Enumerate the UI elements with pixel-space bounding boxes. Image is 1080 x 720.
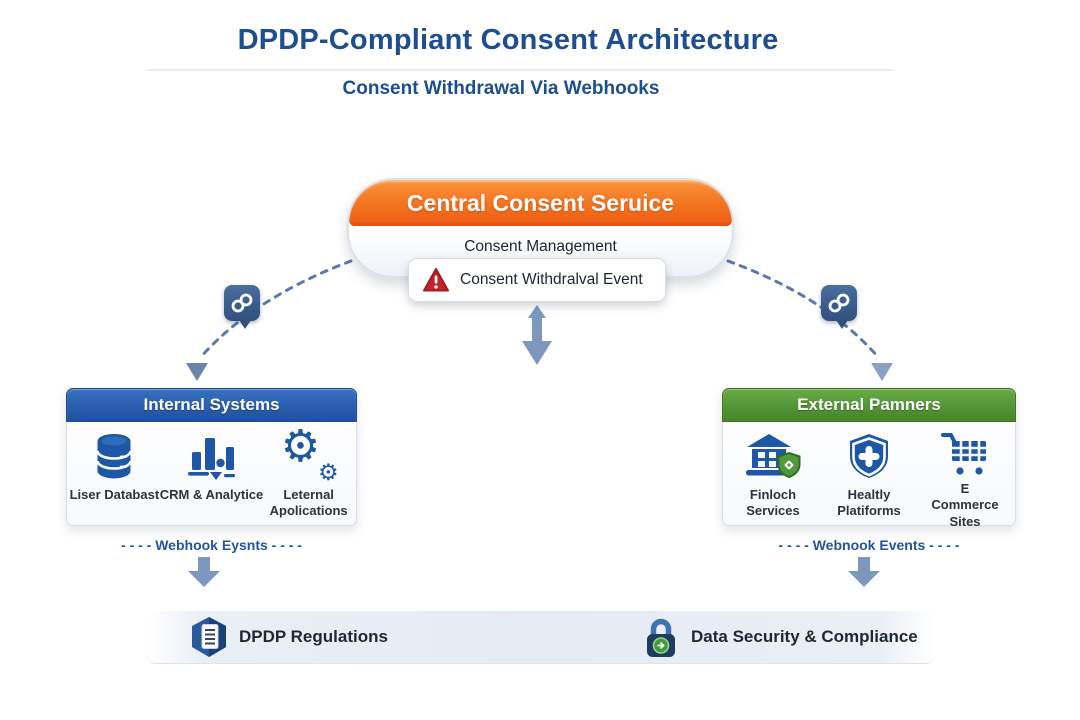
shield-icon bbox=[850, 434, 888, 478]
warning-icon bbox=[423, 268, 449, 292]
dpdp-regulations-item: DPDP Regulations bbox=[190, 611, 388, 663]
internal-item-crm-analytics: CRM & Analytice bbox=[159, 424, 264, 525]
gears-icon: ⚙ ⚙ bbox=[280, 421, 339, 486]
internal-systems-body: Liser Databast CRM & Analytice bbox=[66, 422, 357, 526]
internal-item-label: Liser Databast bbox=[69, 487, 160, 502]
data-security-compliance-label: Data Security & Compliance bbox=[691, 627, 918, 646]
header-divider bbox=[146, 69, 894, 71]
central-service-subtitle: Consent Management bbox=[464, 238, 617, 255]
chain-link-icon bbox=[231, 293, 253, 313]
cart-icon bbox=[941, 433, 986, 475]
dpdp-regulations-label: DPDP Regulations bbox=[239, 627, 388, 646]
internal-item-internal-applications: ⚙ ⚙ Leternal Apolications bbox=[263, 424, 354, 525]
internal-webhook-events-label: - - - - Webhook Eysnts - - - - bbox=[121, 537, 302, 553]
compliance-footer-band: DPDP Regulations Data Security & Complia… bbox=[148, 611, 934, 664]
external-item-fintech-services: Finloch Services bbox=[725, 424, 821, 525]
bar-chart-icon bbox=[187, 438, 235, 480]
regulation-document-icon bbox=[192, 617, 226, 657]
external-partners-body: Finloch Services Healtly Platiforms bbox=[722, 422, 1016, 529]
external-partners-header: External Pamners bbox=[722, 388, 1016, 422]
lock-icon bbox=[647, 618, 675, 657]
database-icon bbox=[96, 434, 133, 479]
internal-systems-box: Internal Systems Liser Databast bbox=[66, 388, 357, 526]
webhook-link-icon-right bbox=[821, 285, 857, 329]
external-item-label: Healtly Platiforms bbox=[837, 487, 901, 519]
internal-systems-header: Internal Systems bbox=[66, 388, 357, 422]
down-arrow-icon bbox=[848, 557, 880, 587]
external-item-health-platforms: Healtly Platiforms bbox=[821, 424, 917, 525]
page-title: DPDP-Compliant Consent Architecture bbox=[237, 24, 779, 56]
central-service-header: Central Consent Seruice bbox=[349, 180, 732, 226]
chain-link-icon bbox=[828, 293, 850, 313]
external-item-label: E Commerce Sites bbox=[931, 481, 999, 529]
page-subtitle: Consent Withdrawal Via Webhooks bbox=[342, 78, 660, 99]
external-item-ecommerce-sites: E Commerce Sites bbox=[917, 424, 1013, 529]
internal-item-user-database: Liser Databast bbox=[69, 424, 160, 525]
central-consent-service-card: Central Consent Seruice Consent Manageme… bbox=[347, 178, 734, 278]
bidirectional-arrow-icon bbox=[522, 305, 552, 365]
consent-withdrawal-event-label: Consent Withdralval Event bbox=[460, 271, 643, 288]
consent-withdrawal-event-card: Consent Withdralval Event bbox=[408, 258, 666, 302]
external-partners-box: External Pamners bbox=[722, 388, 1016, 529]
internal-item-label: Leternal Apolications bbox=[269, 487, 348, 519]
down-arrow-icon bbox=[188, 557, 220, 587]
bank-icon bbox=[746, 434, 801, 479]
central-service-body: Consent Management bbox=[349, 226, 732, 268]
external-item-label: Finloch Services bbox=[746, 487, 800, 519]
data-security-compliance-item: Data Security & Compliance bbox=[642, 611, 918, 663]
webhook-link-icon-left bbox=[224, 285, 260, 329]
central-service-title: Central Consent Seruice bbox=[406, 189, 675, 216]
internal-item-label: CRM & Analytice bbox=[159, 487, 264, 502]
external-webhook-events-label: - - - - Webnook Events - - - - bbox=[778, 537, 960, 553]
